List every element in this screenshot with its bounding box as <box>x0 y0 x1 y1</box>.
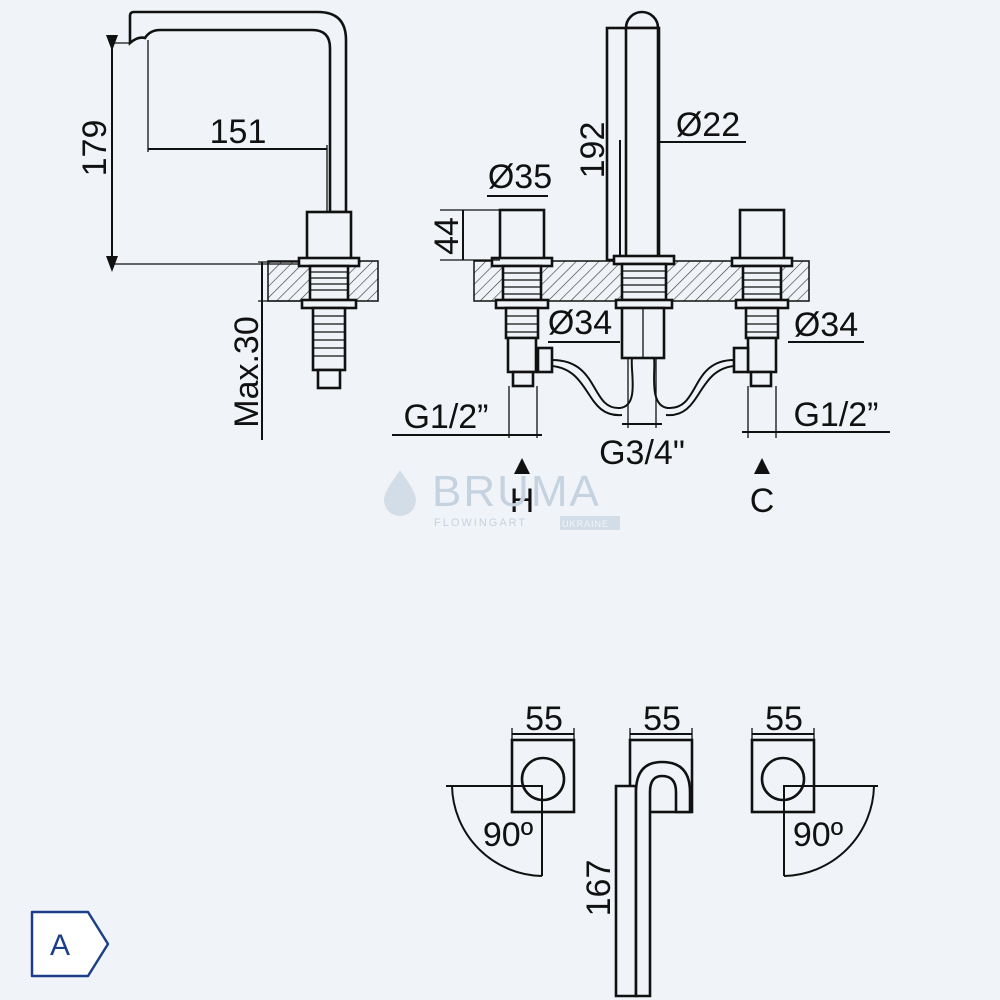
dim-angle-right: 90º <box>793 816 843 854</box>
spout-base-side <box>305 210 353 264</box>
dim-angle-left: 90º <box>483 816 533 854</box>
watermark-tagline: FLOWINGART <box>434 517 527 529</box>
hot-supply-arrow-icon <box>514 458 530 474</box>
dim-g12-right: G1/2” <box>793 396 878 434</box>
dim-dia34-left: Ø34 <box>548 304 612 342</box>
dim-max30: Max.30 <box>228 316 266 428</box>
dim-151: 151 <box>210 113 267 151</box>
badge-letter: A <box>50 929 70 962</box>
dim-55-left: 55 <box>525 700 563 738</box>
plan-view: 55 90º 55 167 55 90º <box>446 700 878 998</box>
hot-handle-body <box>498 208 546 262</box>
dim-g34: G3/4" <box>599 434 685 472</box>
dim-55-right: 55 <box>765 700 803 738</box>
dim-55-mid: 55 <box>643 700 681 738</box>
energy-class-badge: A <box>30 910 110 978</box>
spout-side <box>128 10 348 214</box>
dim-dia22: Ø22 <box>676 106 740 144</box>
dim-44: 44 <box>428 217 466 255</box>
label-cold: C <box>750 482 775 520</box>
cold-handle-body <box>738 208 786 262</box>
cold-supply-arrow-icon <box>754 458 770 474</box>
dim-192: 192 <box>574 122 612 179</box>
dim-g12-left: G1/2” <box>403 398 488 436</box>
dim-167: 167 <box>580 860 618 917</box>
dim-179: 179 <box>76 120 114 177</box>
side-view: 179 151 Max.30 <box>76 10 379 440</box>
dim-dia35: Ø35 <box>488 158 552 196</box>
label-hot: H <box>510 482 535 520</box>
watermark-brand: BRUMA <box>432 467 601 516</box>
water-drop-icon <box>384 470 416 516</box>
watermark-region: UKRAINE <box>562 519 609 529</box>
front-view: 44 Ø35 192 Ø22 Ø34 Ø34 G1/2” G3/4" G1/2”… <box>392 10 890 520</box>
dim-dia34-right: Ø34 <box>794 306 858 344</box>
brand-watermark: BRUMA FLOWINGART UKRAINE <box>384 467 620 530</box>
